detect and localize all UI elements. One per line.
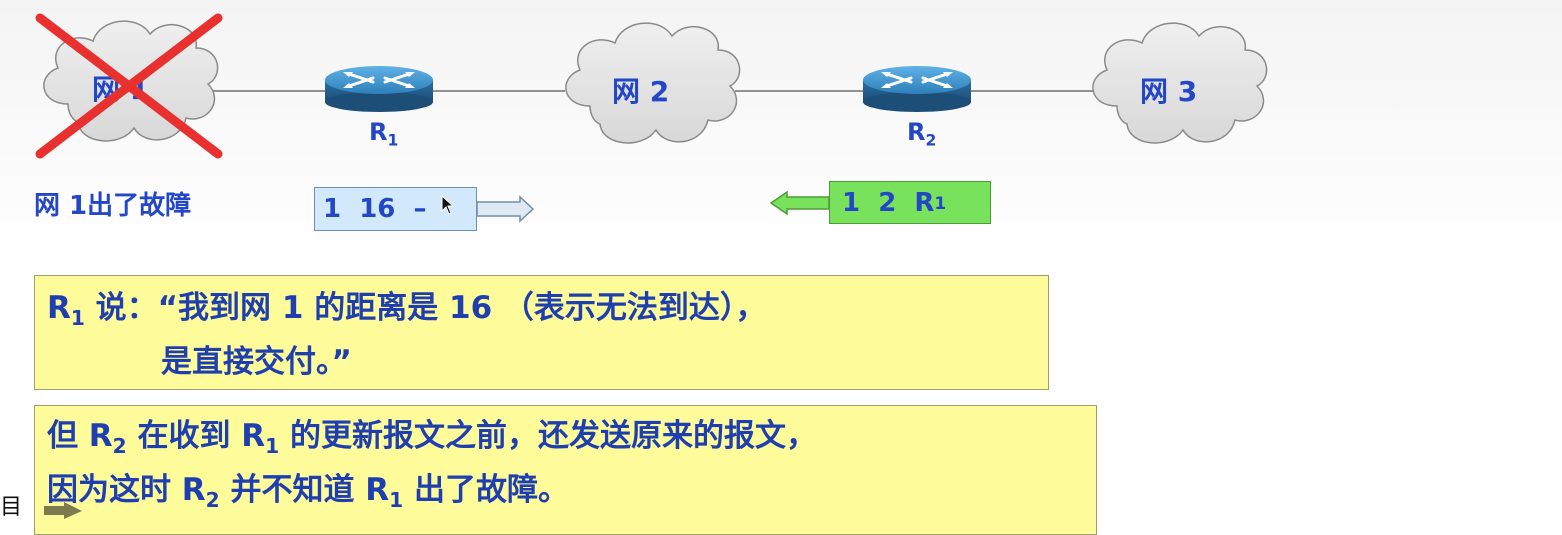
note2-line2: 因为这时 R2 并不知道 R1 出了故障。 (47, 472, 569, 513)
r1-route-message: 1 16 – (314, 187, 477, 231)
router-r1-icon (323, 64, 435, 114)
note-box-r1: R1 说：“我到网 1 的距离是 16 （表示无法到达）， 是直接交付。” (34, 275, 1049, 390)
arrow-right-icon (476, 195, 535, 223)
router-r2-label: R2 (907, 118, 937, 150)
network-diagram (43, 20, 1268, 223)
note1-line1: R1 说：“我到网 1 的距离是 16 （表示无法到达）， (47, 290, 767, 331)
arrow-left-icon (769, 190, 830, 216)
note-box-r2: 但 R2 在收到 R1 的更新报文之前，还发送原来的报文， 因为这时 R2 并不… (34, 405, 1097, 535)
net2-label: 网 2 (612, 75, 670, 108)
router-r1-label: R1 (369, 118, 399, 150)
note2-line1: 但 R2 在收到 R1 的更新报文之前，还发送原来的报文， (47, 418, 817, 459)
failure-cross-icon (35, 13, 223, 159)
next-arrow-icon[interactable] (44, 502, 82, 519)
corner-glyph: 目 (0, 496, 23, 519)
mouse-cursor-icon (441, 195, 455, 215)
fault-label: 网 1出了故障 (34, 191, 192, 221)
router-r2-icon (861, 64, 973, 114)
net3-label: 网 3 (1140, 75, 1198, 108)
note1-line2: 是直接交付。” (161, 344, 352, 381)
